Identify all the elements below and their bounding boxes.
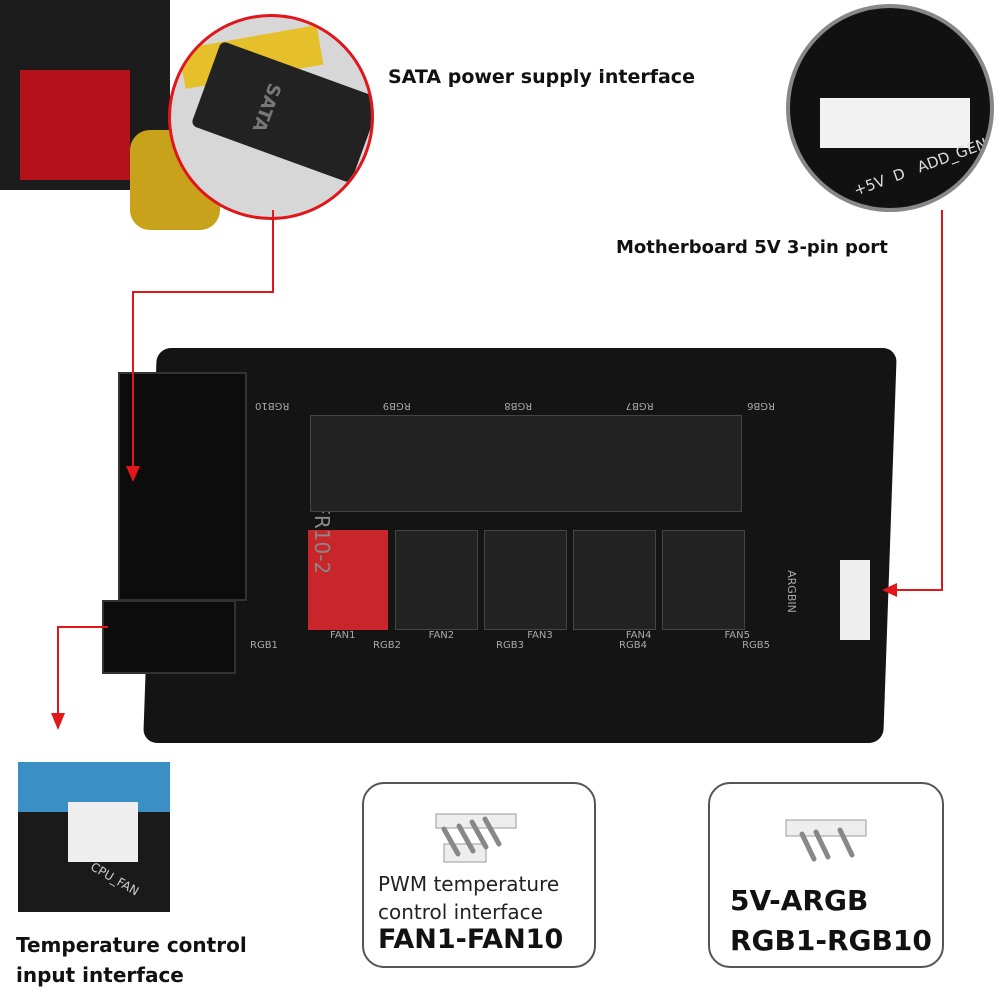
rgb-label: RGB5 [742, 640, 770, 651]
motherboard-header-zoom: +5V D ADD_GEN [786, 4, 994, 212]
sata-label: SATA power supply interface [388, 66, 695, 88]
sata-port [118, 372, 247, 601]
rgb-top-labels: RGB6 RGB7 RGB8 RGB9 RGB10 [255, 400, 775, 411]
sata-connector-zoom: SATA [168, 14, 374, 220]
pwm-line2: control interface [378, 900, 543, 924]
rgb-label: RGB6 [747, 400, 775, 411]
rgb-label: RGB8 [504, 400, 533, 411]
fan-labels: FAN1 FAN2 FAN3 FAN4 FAN5 [330, 630, 750, 641]
rgb-label: RGB3 [496, 640, 524, 651]
fan-label: FAN1 [330, 630, 356, 641]
rgb-bottom-labels: RGB1 RGB2 RGB3 RGB4 RGB5 [250, 640, 770, 651]
cpu-fan-photo: CPU_FAN [18, 762, 170, 912]
fan-label: FAN4 [625, 630, 652, 641]
top-fan-headers [310, 415, 742, 512]
fan-headers-row [395, 530, 745, 630]
3-pin-header-icon [785, 819, 867, 862]
fan-label: FAN3 [527, 630, 553, 641]
temp-input-port [102, 600, 236, 674]
rgb-label: RGB7 [625, 400, 654, 411]
fan-header [484, 530, 567, 630]
cpu-fan-print: CPU_FAN [88, 859, 142, 899]
pwm-line1: PWM temperature [378, 872, 560, 896]
rgb-label: RGB4 [619, 640, 647, 651]
pwm-callout: PWM temperature control interface FAN1-F… [362, 782, 596, 968]
argb-line1: 5V-ARGB [730, 884, 869, 917]
fan-label: FAN5 [724, 630, 750, 641]
temp-arrow [57, 626, 108, 715]
temp-input-label-line1: Temperature control [16, 933, 247, 957]
argb-line2: RGB1-RGB10 [730, 924, 932, 957]
4-pin-header-icon [435, 813, 517, 863]
temp-input-label-line2: input interface [16, 963, 184, 987]
temp-input-label: Temperature control input interface [16, 930, 247, 990]
argbin-print: ARGBIN [784, 570, 798, 613]
mb-arrow [895, 210, 943, 591]
rgb-label: RGB2 [373, 640, 401, 651]
psu-photo [0, 0, 250, 240]
fan1-header [308, 530, 388, 630]
fan-header [662, 530, 745, 630]
fan-header [395, 530, 478, 630]
temp-arrowhead [51, 713, 65, 730]
rgb-label: RGB1 [250, 640, 278, 651]
rgb-label: RGB10 [255, 400, 290, 411]
fan-label: FAN2 [428, 630, 455, 641]
argb-callout: 5V-ARGB RGB1-RGB10 [708, 782, 944, 968]
fan-header [573, 530, 656, 630]
motherboard-label: Motherboard 5V 3-pin port [616, 237, 888, 258]
argbin-port [840, 560, 870, 640]
rgb-label: RGB9 [382, 400, 411, 411]
pwm-line3: FAN1-FAN10 [378, 924, 564, 955]
